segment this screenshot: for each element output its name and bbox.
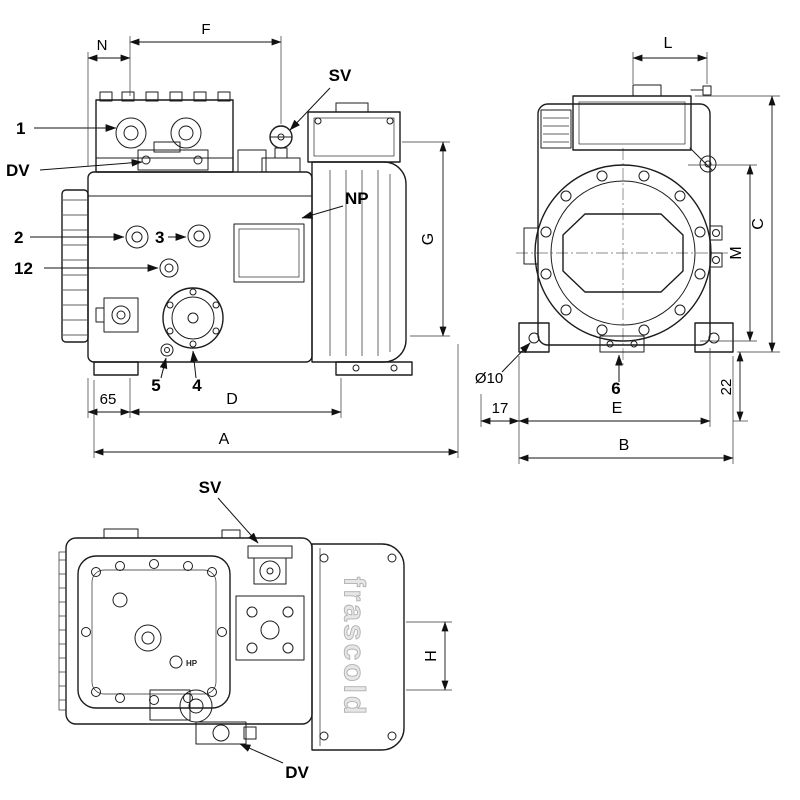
dim-label-dia10: Ø10 <box>475 370 503 387</box>
part-label-dv-top: DV <box>285 763 309 782</box>
lifting-eyelet <box>689 147 717 173</box>
part-label-4: 4 <box>192 376 202 395</box>
oil-sight-glass <box>162 287 224 349</box>
side-view-annotations: 1 DV 2 3 12 5 4 SV NP N F G <box>6 21 459 458</box>
foot-right <box>335 361 413 376</box>
part-label-1: 1 <box>16 119 25 138</box>
dim-label-l: L <box>664 35 673 52</box>
discharge-valve-top <box>149 689 257 745</box>
part-label-12: 12 <box>14 259 33 278</box>
dim-label-17: 17 <box>492 400 509 417</box>
cylinder-head <box>95 91 234 173</box>
suction-valve-top <box>247 545 293 585</box>
top-view-annotations: SV DV H <box>199 478 452 782</box>
top-body <box>65 537 313 725</box>
suction-valve <box>237 125 301 173</box>
front-view <box>516 84 734 368</box>
pump-cover-plate: HP <box>77 555 231 709</box>
nameplate <box>233 223 305 283</box>
front-foot-right <box>694 322 734 353</box>
dim-label-m: M <box>728 246 745 259</box>
stator-cover-flange <box>534 164 712 342</box>
front-foot-left <box>518 322 550 353</box>
pump-end-housing <box>61 189 89 343</box>
vent-block <box>540 109 572 149</box>
part-label-6: 6 <box>611 379 620 398</box>
hp-marking: HP <box>186 659 198 668</box>
top-view: HP frascold <box>58 528 405 751</box>
part-label-dv: DV <box>6 161 30 180</box>
part-label-np: NP <box>345 189 369 208</box>
dim-label-b: B <box>619 437 630 454</box>
part-label-sv-top: SV <box>199 478 222 497</box>
oil-service-valve <box>95 297 139 333</box>
motor-housing-top: frascold <box>311 543 405 751</box>
front-body <box>537 103 711 346</box>
dim-label-g: G <box>420 233 437 245</box>
pump-end-ribs <box>63 199 87 336</box>
oil-plug-12 <box>159 258 179 278</box>
head-block-top <box>235 595 305 661</box>
part-label-sv-side: SV <box>329 66 352 85</box>
side-view <box>61 91 413 376</box>
dim-label-22: 22 <box>718 379 735 396</box>
terminal-box-side <box>307 102 401 163</box>
dim-label-65: 65 <box>100 391 117 408</box>
bottom-pump-detail <box>599 335 645 353</box>
crankcase-body <box>87 171 313 363</box>
mounting-hole-left <box>528 332 540 344</box>
top-view-ribs <box>59 559 66 701</box>
mounting-hole-right <box>708 332 720 344</box>
oil-plug-3 <box>187 224 211 248</box>
part-label-3: 3 <box>155 228 164 247</box>
terminal-box-front <box>572 84 712 151</box>
part-label-5: 5 <box>151 376 160 395</box>
flange-opening <box>562 213 684 293</box>
foot-left <box>93 361 139 376</box>
dim-label-a: A <box>219 431 230 448</box>
brand-logo: frascold <box>338 577 371 718</box>
oil-plug-2 <box>125 225 149 249</box>
dim-label-e: E <box>612 400 623 417</box>
front-view-annotations: L C M 22 Ø10 17 E B 6 <box>475 35 780 464</box>
drain-plug-5 <box>160 343 174 357</box>
dim-label-h: H <box>423 650 440 662</box>
dim-label-n: N <box>97 37 108 54</box>
part-label-2: 2 <box>14 228 23 247</box>
discharge-valve <box>137 141 209 171</box>
dim-label-c: C <box>750 218 767 230</box>
dim-label-f: F <box>201 21 210 38</box>
dim-label-d: D <box>226 391 238 408</box>
